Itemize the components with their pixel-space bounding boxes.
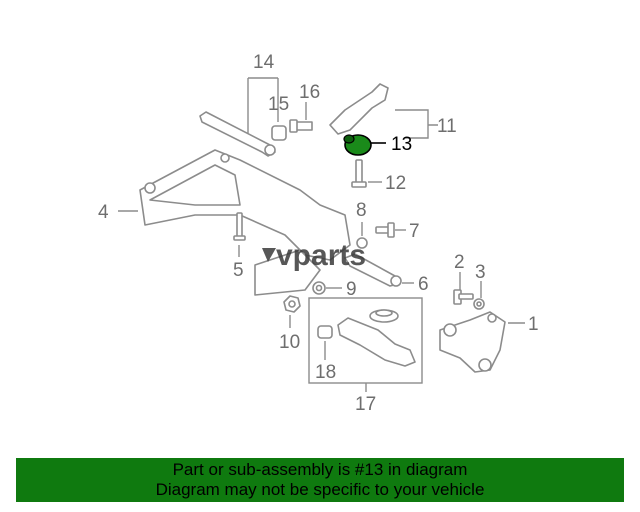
info-banner: Part or sub-assembly is #13 in diagram D…	[16, 458, 624, 502]
bolt-part-8	[356, 237, 368, 249]
leader-lines	[118, 77, 525, 392]
callout-3: 3	[475, 262, 486, 283]
callout-7: 7	[409, 221, 420, 242]
callout-numbers: 14 15 16 11 13 12 4 8 7 5 6 9 2 3 1 10 1…	[98, 52, 539, 415]
lateral-link-part	[199, 111, 276, 157]
toe-link-part	[344, 253, 402, 287]
bolt-part-12	[351, 159, 367, 188]
bolt-part-16	[289, 119, 313, 133]
banner-line-1: Part or sub-assembly is #13 in diagram	[172, 460, 468, 479]
subframe-part	[139, 149, 351, 296]
callout-4: 4	[98, 202, 109, 223]
callout-15: 15	[268, 94, 289, 115]
callout-1: 1	[528, 314, 539, 335]
bushing-part-13	[343, 134, 372, 156]
callout-12: 12	[385, 173, 406, 194]
callout-11: 11	[437, 116, 457, 137]
callout-13: 13	[391, 134, 412, 155]
callout-10: 10	[279, 332, 300, 353]
bushing-part-15	[271, 125, 287, 141]
bolt-part-2	[453, 289, 474, 305]
washer-part-3	[473, 298, 485, 310]
callout-17: 17	[355, 394, 376, 415]
callout-6: 6	[418, 274, 429, 295]
upper-arm-part	[329, 83, 389, 135]
watermark-text: vparts	[276, 239, 366, 272]
washer-part-9	[312, 281, 326, 295]
watermark-logo: vparts	[262, 239, 366, 272]
banner-line-2: Diagram may not be specific to your vehi…	[155, 480, 485, 499]
bolt-part-5	[233, 212, 246, 241]
callout-16: 16	[299, 82, 320, 103]
callout-2: 2	[454, 252, 465, 273]
callout-5: 5	[233, 260, 244, 281]
callout-9: 9	[346, 279, 357, 300]
bolt-part-7	[375, 222, 395, 238]
callout-18: 18	[315, 362, 336, 383]
callout-8: 8	[356, 200, 367, 221]
nut-part-10	[283, 295, 301, 313]
callout-14: 14	[253, 52, 275, 73]
knuckle-part	[439, 311, 506, 373]
